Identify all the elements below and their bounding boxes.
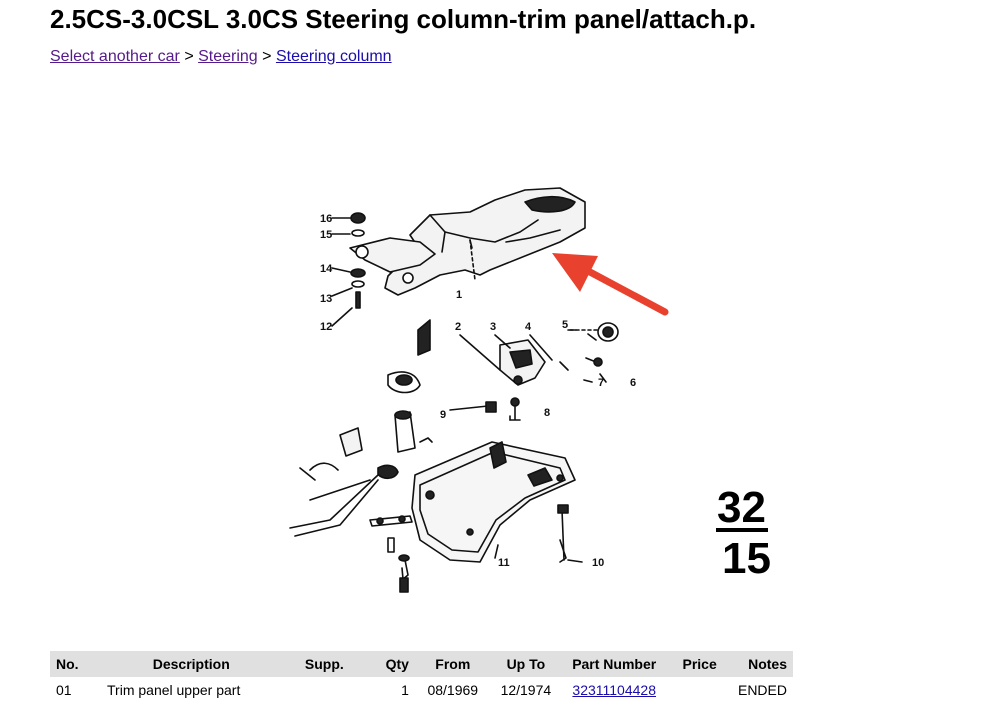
callout-2: 2	[455, 321, 461, 333]
callout-1: 1	[456, 289, 462, 301]
breadcrumb-separator: >	[262, 48, 272, 65]
callout-3: 3	[490, 321, 496, 333]
page-title: 2.5CS-3.0CSL 3.0CS Steering column-trim …	[50, 4, 757, 34]
lower-trim-panel-part	[411, 441, 576, 563]
cell-part-number: 32311104428	[561, 677, 667, 703]
callout-12: 12	[320, 321, 332, 333]
col-description: Description	[101, 651, 282, 677]
breadcrumb-select-car-link[interactable]: Select another car	[50, 48, 180, 65]
col-part-number: Part Number	[561, 651, 668, 677]
callout-4: 4	[525, 321, 532, 333]
col-up-to: Up To	[490, 651, 562, 677]
cell-price	[667, 677, 732, 703]
cell-no: 01	[56, 682, 72, 698]
callout-6: 6	[630, 377, 636, 389]
cell-description: Trim panel upper part	[107, 682, 241, 698]
breadcrumb: Select another car > Steering > Steering…	[50, 48, 392, 66]
callout-16: 16	[320, 213, 332, 225]
callout-15: 15	[320, 229, 332, 241]
group-number-bottom: 15	[722, 534, 771, 583]
callout-13: 13	[320, 293, 332, 305]
table-header-row: No. Description Supp. Qty From Up To Par…	[50, 651, 793, 677]
switch-harness	[289, 319, 433, 537]
parts-table: No. Description Supp. Qty From Up To Par…	[50, 651, 793, 703]
parts-diagram-drawing: 1 2 3 4 5 6 7 8 9 10 11 12 13 14 15 16 3…	[289, 187, 771, 593]
callout-8: 8	[544, 407, 550, 419]
cell-up-to: 12/1974	[500, 682, 552, 698]
col-notes: Notes	[731, 651, 793, 677]
callout-11: 11	[498, 557, 510, 569]
part-number-link[interactable]: 32311104428	[572, 682, 656, 698]
cell-notes: ENDED	[737, 682, 787, 698]
breadcrumb-separator: >	[184, 48, 194, 65]
breadcrumb-steering-link[interactable]: Steering	[198, 48, 258, 65]
col-price: Price	[667, 651, 732, 677]
upper-trim-panel-part	[349, 187, 586, 296]
callout-14: 14	[320, 263, 333, 275]
bracket-assembly	[459, 334, 569, 386]
col-supp: Supp.	[281, 651, 368, 677]
callout-9: 9	[440, 409, 446, 421]
col-no: No.	[50, 651, 102, 677]
ring-part	[569, 322, 619, 367]
highlight-arrow-icon	[552, 253, 669, 316]
callout-7: 7	[598, 377, 604, 389]
cell-qty: 1	[401, 682, 409, 698]
col-qty: Qty	[367, 651, 415, 677]
group-number-top: 32	[717, 483, 766, 532]
parts-diagram: 1 2 3 4 5 6 7 8 9 10 11 12 13 14 15 16 3…	[270, 180, 780, 600]
breadcrumb-steering-column-link[interactable]: Steering column	[275, 48, 392, 65]
cell-from: 08/1969	[427, 682, 479, 698]
col-from: From	[414, 651, 491, 677]
lower-bracket	[369, 515, 413, 593]
callout-10: 10	[592, 557, 604, 569]
cell-supp	[282, 677, 368, 703]
callout-5: 5	[562, 319, 568, 331]
fastener-stack	[350, 212, 366, 309]
table-row: 01 Trim panel upper part 1 08/1969 12/19…	[50, 677, 793, 703]
